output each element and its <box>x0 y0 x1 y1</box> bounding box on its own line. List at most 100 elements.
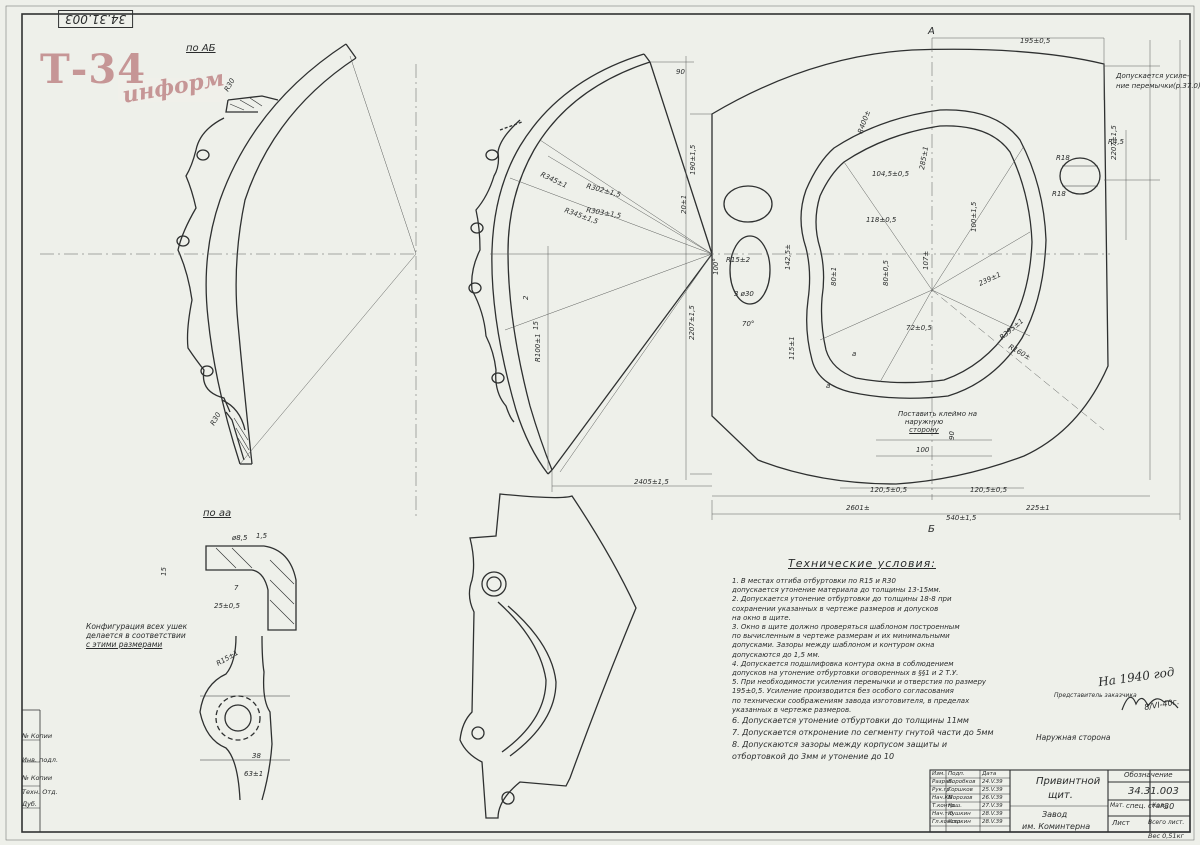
dimension-label: 115±1 <box>788 336 796 360</box>
ear-detail <box>199 635 290 801</box>
dimension-label: R18 <box>1056 154 1070 162</box>
outer-side-label: Наружная сторона <box>1036 733 1111 742</box>
view-sector <box>468 53 713 475</box>
dimension-label: Б <box>928 524 935 535</box>
technical-conditions-title: Технические условия: <box>788 557 936 570</box>
watermark-logo <box>118 78 226 102</box>
configuration-note: Конфигурация всех ушек делается в соотве… <box>86 622 188 649</box>
sheet-label: Лист <box>1112 819 1130 827</box>
view-aa-section <box>205 545 297 631</box>
dimension-label: 80±0,5 <box>882 260 890 286</box>
dimension-label: R18 <box>1052 190 1066 198</box>
dimension-label: 120,5±0,5 <box>970 486 1008 494</box>
technical-condition-line: допускается утонение материала до толщин… <box>732 586 941 595</box>
dimension-label: 70° <box>742 320 754 328</box>
dimension-label: а <box>852 350 856 358</box>
dimension-label: 15 <box>532 321 540 330</box>
technical-condition-line: по вычисленным в чертеже размерам и их м… <box>732 632 950 641</box>
dimension-label: 2207±1,5 <box>1110 125 1118 160</box>
part-name-1: Привинтной <box>1036 776 1101 787</box>
main-plate <box>711 48 1109 485</box>
dimension-label: 107± <box>922 251 930 270</box>
dimension-label: 120,5±0,5 <box>870 486 908 494</box>
title-block-role-row: Т.контр.Кош.27.V.39 <box>932 803 1003 809</box>
technical-condition-line: 5. При необходимости усиления перемычки … <box>732 678 987 687</box>
dimension-label: Допускается усиле- <box>1115 72 1190 80</box>
qty: 30 <box>1164 802 1175 811</box>
technical-condition-line: 2. Допускается утонение отбуртовки до то… <box>732 595 952 604</box>
view-ab-section <box>176 43 357 465</box>
dimension-label: 100 <box>916 446 930 454</box>
signature <box>1121 696 1179 711</box>
technical-condition-line: отбортовкой до 3мм и утонение до 10 <box>732 752 895 762</box>
technical-condition-line: допусками. Зазоры между шаблоном и конту… <box>732 641 935 650</box>
dimension-label: а <box>826 382 830 390</box>
dimension-label: 100±1,5 <box>970 201 978 232</box>
title-block-grid <box>929 769 1191 833</box>
dimension-label: R15±2 <box>726 256 751 264</box>
technical-condition-line: по технически соображениям завода изгото… <box>732 696 970 705</box>
technical-condition-line: указанных в чертеже размеров. <box>732 705 852 714</box>
left-stamp: Техн. Отд. <box>22 788 58 796</box>
dimension-label: 20±1 <box>680 195 688 214</box>
dimension-label: 190±1,5 <box>689 144 697 175</box>
dimension-label: 1,5 <box>256 532 268 540</box>
left-stamp: Инв. подл. <box>22 756 59 764</box>
dimension-label: 90 <box>676 68 685 76</box>
mark-note: Поставить клеймо на наружную сторону <box>898 410 978 434</box>
technical-condition-line: сохранении указанных в чертеже размеров … <box>732 604 939 613</box>
dimension-label: R100±1 <box>534 333 542 362</box>
technical-conditions-list: 1. В местах отгиба отбуртовки по R15 и R… <box>732 577 1052 763</box>
dimension-label: 118±0,5 <box>866 216 897 224</box>
view-bottom <box>459 493 637 819</box>
dimension-label: 540±1,5 <box>946 514 977 522</box>
dimension-label: ние перемычки(р.37.0) <box>1116 82 1200 90</box>
dimension-label: А <box>927 26 935 37</box>
dimension-label: 2207±1,5 <box>688 305 696 340</box>
dimension-label: 25±0,5 <box>214 602 240 610</box>
dimension-label: 72±0,5 <box>906 324 932 332</box>
watermark-main: Т-34 <box>40 46 147 93</box>
factory-1: Завод <box>1042 810 1068 819</box>
technical-condition-line: 4. Допускается подшлифовка контура окна … <box>732 659 954 668</box>
factory-2: им. Коминтерна <box>1022 822 1091 831</box>
technical-condition-line: 8. Допускаются зазоры между корпусом защ… <box>732 740 948 750</box>
technical-condition-line: допусков на утонение отбуртовки оговорен… <box>732 669 959 678</box>
dimension-label: 225±1 <box>1026 504 1050 512</box>
technical-condition-line: на окно в щите. <box>732 613 791 622</box>
dimension-label: 2 <box>522 295 530 300</box>
title-block-role-row: Изм.Подп.Дата <box>932 771 997 777</box>
technical-condition-line: 1. В местах отгиба отбуртовки по R15 и R… <box>732 577 896 585</box>
dimension-label: 3 ø30 <box>734 290 754 298</box>
dimension-label: 100° <box>712 258 720 275</box>
material: спец. сталь <box>1126 802 1169 810</box>
left-stamp: Дуб. <box>22 800 37 808</box>
dimension-label: 104,5±0,5 <box>872 170 910 178</box>
technical-condition-line: 3. Окно в щите должно проверяться шаблон… <box>732 623 960 632</box>
dimension-label: 80±1 <box>830 267 838 286</box>
material-header: Мат. <box>1110 802 1125 809</box>
drawing-frame <box>21 13 1191 833</box>
dimension-label: 142,5± <box>784 244 792 270</box>
dimension-label: 7 <box>234 584 239 592</box>
dimension-label: 90 <box>948 431 956 440</box>
technical-condition-line: 6. Допускается утонение отбуртовки до то… <box>732 716 969 726</box>
dimension-label: 2601± <box>846 504 870 512</box>
approval-line2: Представитель заказчика <box>1054 692 1137 699</box>
designation: 34.31.003 <box>1128 786 1179 797</box>
dimension-label: 38 <box>252 752 261 760</box>
technical-condition-line: 195±0,5. Усиление производится без особо… <box>732 687 954 696</box>
view-ab-label: по АБ <box>186 43 216 54</box>
sheets-total: Всего лист. <box>1148 819 1185 826</box>
dimension-label: R4,5 <box>1108 138 1125 146</box>
technical-condition-line: 7. Допускается откронение по сегменту гн… <box>732 728 994 738</box>
weight: Вес 0,51кг <box>1148 832 1184 840</box>
left-stamp: № Копии <box>22 732 53 740</box>
dimension-label: 2405±1,5 <box>634 478 669 486</box>
left-stamp: № Копии <box>22 774 53 782</box>
